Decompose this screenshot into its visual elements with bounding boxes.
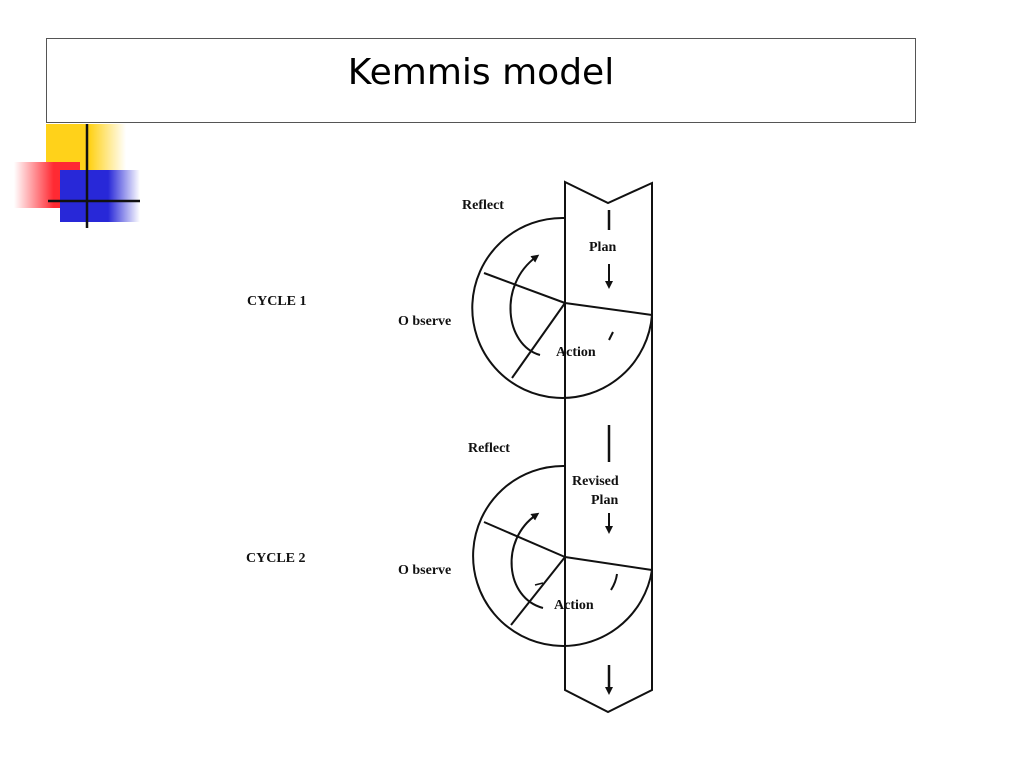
cycle-1-reflect-label: Reflect <box>462 198 504 213</box>
cycle-2-observe-label: O bserve <box>398 563 451 578</box>
cycle-2-label: CYCLE 2 <box>246 551 306 566</box>
cycle-2-action-tick <box>610 573 618 591</box>
main-flow-arrow <box>564 180 653 714</box>
cycle-1-action-tick <box>608 331 614 341</box>
cycle-2-divider-observe <box>510 556 566 626</box>
cycle-2-circle-outline <box>472 464 653 647</box>
cycle-2-divider-action <box>564 556 653 571</box>
cycle-1-plan-label: Plan <box>589 240 616 255</box>
cycle-2: CYCLE 2 Reflect Revised Plan O bserve Ac… <box>246 425 653 695</box>
cycle-1-divider-action <box>564 302 653 316</box>
cycle-1-action-label: Action <box>556 345 596 360</box>
cycle-1-label: CYCLE 1 <box>247 294 307 309</box>
cycle-2-observe-tick <box>534 582 544 586</box>
blue-square <box>60 170 140 222</box>
cycle-1-circle-outline <box>471 216 653 399</box>
cycle-1-cycle-arrow <box>509 254 541 356</box>
corner-decoration <box>14 124 140 228</box>
cycle-1-observe-label: O bserve <box>398 314 451 329</box>
cycle-1: CYCLE 1 Reflect Plan O bserve Action <box>247 198 653 399</box>
cycle-2-reflect-label: Reflect <box>468 441 510 456</box>
title-box: Kemmis model <box>46 38 916 123</box>
cycle-2-divider-reflect <box>483 521 566 558</box>
cycle-1-divider-observe <box>511 302 566 379</box>
cycle-2-action-label: Action <box>554 598 594 613</box>
cycle-1-divider-reflect <box>483 272 566 304</box>
cycle-2-plan-label-line1: Revised <box>572 474 619 489</box>
cycle-2-cycle-arrow <box>510 512 544 609</box>
cycle-2-plan-label-line2: Plan <box>591 493 618 508</box>
page-title: Kemmis model <box>347 52 615 93</box>
